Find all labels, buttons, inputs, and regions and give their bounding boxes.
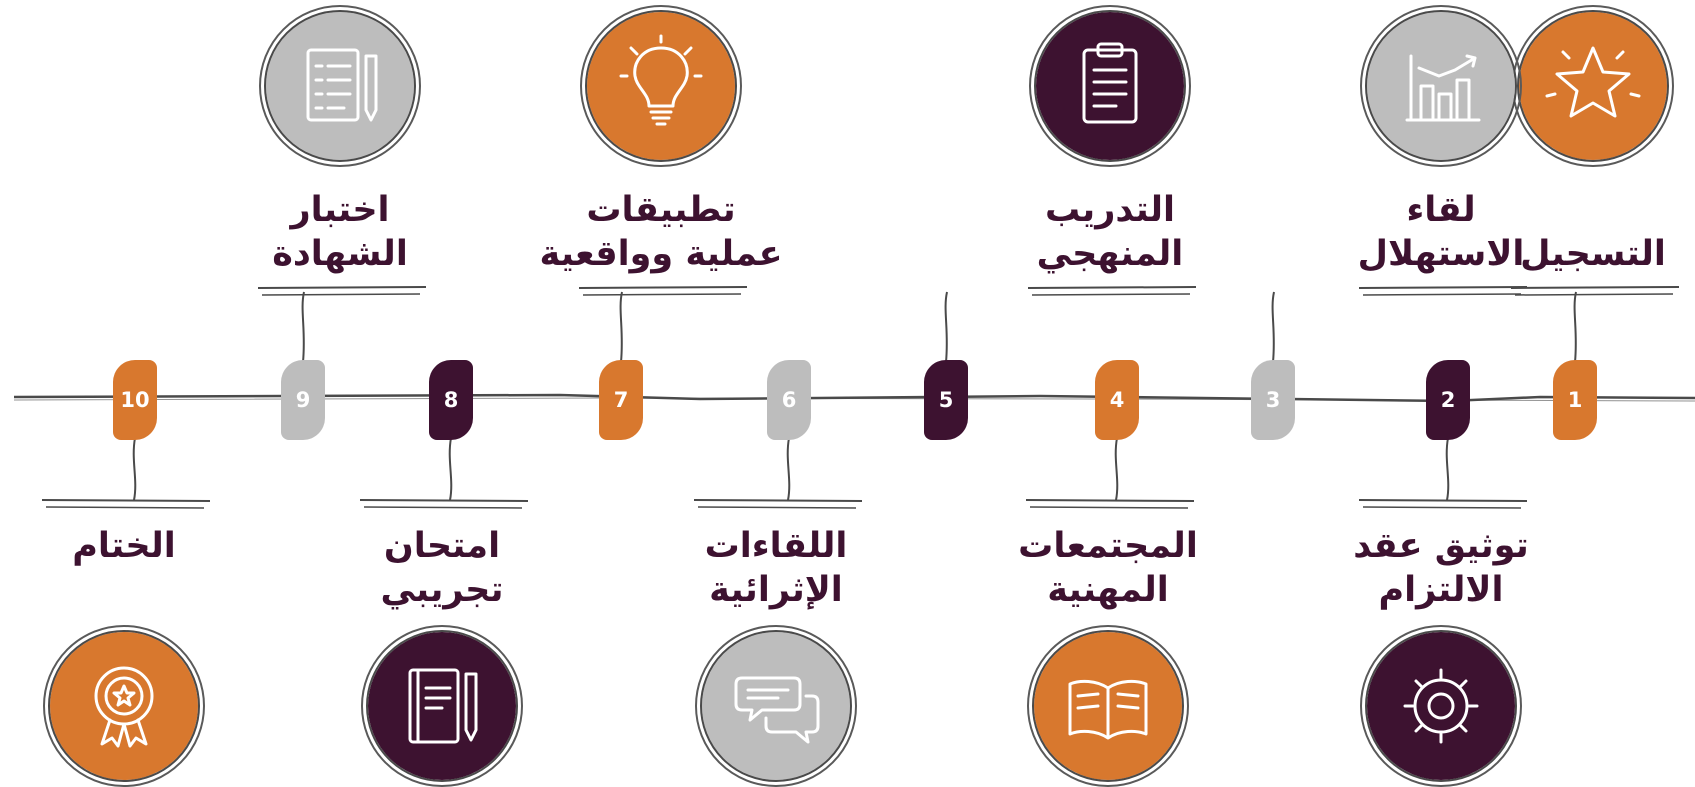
step-9-underline bbox=[257, 286, 427, 289]
step-5-underline-sketch bbox=[1031, 293, 1191, 296]
step-2-underline bbox=[1358, 499, 1528, 502]
step-5-connector bbox=[944, 291, 948, 363]
step-2-underline-sketch bbox=[1362, 506, 1522, 509]
step-1-connector bbox=[1573, 291, 1577, 363]
step-4-underline-sketch bbox=[1029, 506, 1189, 509]
clipboard-icon bbox=[1029, 5, 1191, 167]
step-2-number-badge: 2 bbox=[1426, 360, 1470, 440]
lightbulb-icon bbox=[580, 5, 742, 167]
timeline-main-line bbox=[13, 393, 1695, 403]
step-3-number-badge: 3 bbox=[1251, 360, 1295, 440]
step-2-connector bbox=[1445, 437, 1450, 501]
step-10-underline bbox=[41, 499, 211, 502]
step-8-number-badge: 8 bbox=[429, 360, 473, 440]
step-7-title-line: تطبيقات bbox=[586, 190, 736, 230]
step-3-connector bbox=[1271, 291, 1275, 363]
step-1-title: التسجيل bbox=[1463, 168, 1695, 276]
step-3-underline bbox=[1358, 286, 1528, 289]
step-1-underline-sketch bbox=[1514, 293, 1674, 296]
step-4-title-line: المجتمعات bbox=[1018, 526, 1198, 566]
step-5-underline bbox=[1027, 286, 1197, 289]
checklist-icon bbox=[259, 5, 421, 167]
step-10-title-line: الختام bbox=[72, 526, 176, 566]
step-5-number-badge: 5 bbox=[924, 360, 968, 440]
step-7-title-line: عملية وواقعية bbox=[539, 234, 783, 274]
step-10-number-badge: 10 bbox=[113, 360, 157, 440]
step-9-connector bbox=[301, 291, 305, 363]
open-book-icon bbox=[1027, 625, 1189, 787]
step-10-underline-sketch bbox=[45, 506, 205, 509]
step-8-underline bbox=[359, 499, 529, 502]
step-1-underline bbox=[1510, 286, 1680, 289]
step-5-title-line: المنهجي bbox=[1036, 234, 1184, 274]
step-8-title-line: امتحان bbox=[383, 526, 501, 566]
step-2-title-line: توثيق عقد bbox=[1353, 526, 1529, 566]
step-4-underline bbox=[1025, 499, 1195, 502]
step-6-connector bbox=[786, 437, 791, 501]
step-8-title-line: تجريبي bbox=[380, 570, 504, 610]
step-6-underline-sketch bbox=[697, 506, 857, 509]
step-1-number-badge: 1 bbox=[1553, 360, 1597, 440]
step-9-number-badge: 9 bbox=[281, 360, 325, 440]
step-3-title-line: الاستهلال bbox=[1357, 234, 1525, 274]
step-7-underline bbox=[578, 286, 748, 289]
step-9-underline-sketch bbox=[261, 293, 421, 296]
step-5-title-line: التدريب bbox=[1045, 190, 1175, 230]
step-7-connector bbox=[619, 291, 623, 363]
step-1-title-line: التسجيل bbox=[1520, 234, 1666, 274]
step-3-title-line: لقاء bbox=[1406, 190, 1476, 230]
step-6-title-line: الإثرائية bbox=[709, 570, 843, 610]
step-6-underline bbox=[693, 499, 863, 502]
step-7-number-badge: 7 bbox=[599, 360, 643, 440]
step-6-number-badge: 6 bbox=[767, 360, 811, 440]
gear-icon bbox=[1360, 625, 1522, 787]
notebook-pen-icon bbox=[361, 625, 523, 787]
step-10-title: الختام bbox=[0, 524, 254, 632]
step-3-underline-sketch bbox=[1362, 293, 1522, 296]
star-icon bbox=[1512, 5, 1674, 167]
step-7-underline-sketch bbox=[582, 293, 742, 296]
step-2-title-line: الالتزام bbox=[1378, 570, 1504, 610]
chat-bubbles-icon bbox=[695, 625, 857, 787]
step-4-connector bbox=[1114, 437, 1119, 501]
step-8-underline-sketch bbox=[363, 506, 523, 509]
step-4-title-line: المهنية bbox=[1047, 570, 1169, 610]
step-9-title-line: الشهادة bbox=[272, 234, 408, 274]
step-10-connector bbox=[132, 437, 137, 501]
step-9-title-line: اختبار bbox=[290, 190, 390, 230]
award-ribbon-icon bbox=[43, 625, 205, 787]
step-6-title-line: اللقاءات bbox=[704, 526, 848, 566]
bar-chart-icon bbox=[1360, 5, 1522, 167]
step-8-connector bbox=[448, 437, 453, 501]
step-4-number-badge: 4 bbox=[1095, 360, 1139, 440]
